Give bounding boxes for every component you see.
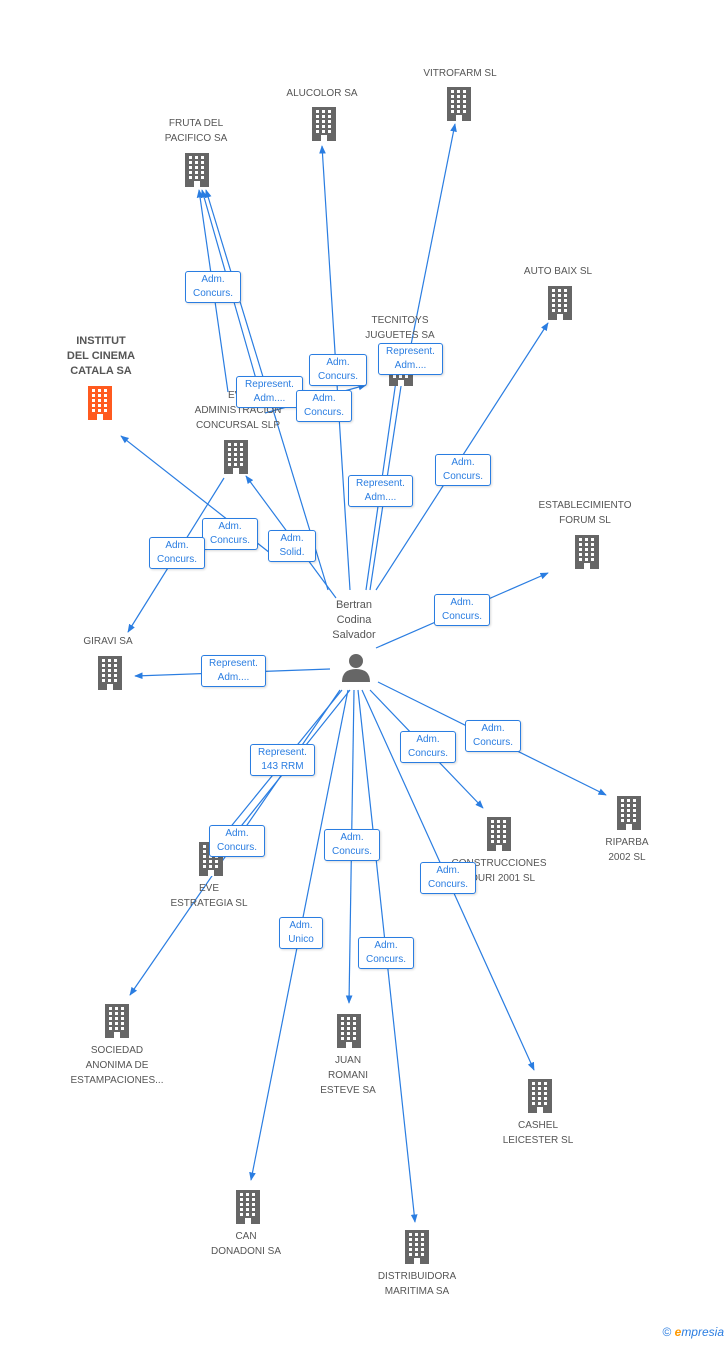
node-label: JUAN ROMANI ESTEVE SA xyxy=(320,1055,376,1096)
node-label: AUTO BAIX SL xyxy=(523,266,593,277)
node-label: EVE ESTRATEGIA SL xyxy=(170,883,248,909)
node-label: DISTRIBUIDORA MARITIMA SA xyxy=(377,1271,457,1297)
building-icon[interactable] xyxy=(572,535,602,574)
node-distribuidora[interactable]: DISTRIBUIDORA MARITIMA SA xyxy=(357,1269,477,1299)
edge-label[interactable]: Adm. Concurs. xyxy=(465,720,521,752)
node-label: CAN DONADONI SA xyxy=(210,1231,281,1257)
edge-label[interactable]: Adm. Concurs. xyxy=(400,731,456,763)
edge-label[interactable]: Represent. Adm.... xyxy=(378,343,443,375)
building-icon[interactable] xyxy=(309,107,339,146)
building-icon-highlight[interactable] xyxy=(85,386,115,425)
person-icon[interactable] xyxy=(341,652,371,687)
node-can[interactable]: CAN DONADONI SA xyxy=(191,1229,301,1259)
node-label: TECNITOYS JUGUETES SA xyxy=(365,315,435,341)
edge-label[interactable]: Adm. Concurs. xyxy=(435,454,491,486)
building-icon[interactable] xyxy=(402,1230,432,1269)
building-icon[interactable] xyxy=(334,1014,364,1053)
building-icon[interactable] xyxy=(545,286,575,325)
node-alucolor[interactable]: ALUCOLOR SA xyxy=(267,86,377,101)
edge-label[interactable]: Adm. Concurs. xyxy=(296,390,352,422)
node-autobaix[interactable]: AUTO BAIX SL xyxy=(503,264,613,279)
node-label: FRUTA DEL PACIFICO SA xyxy=(164,118,228,144)
edge-label[interactable]: Represent. Adm.... xyxy=(201,655,266,687)
building-icon[interactable] xyxy=(444,87,474,126)
edge-label[interactable]: Adm. Solid. xyxy=(268,530,316,562)
building-icon[interactable] xyxy=(525,1079,555,1118)
building-icon[interactable] xyxy=(233,1190,263,1229)
node-riparba[interactable]: RIPARBA 2002 SL xyxy=(572,835,682,865)
edge-label[interactable]: Adm. Concurs. xyxy=(309,354,367,386)
node-giravi[interactable]: GIRAVI SA xyxy=(53,634,163,649)
node-tecnitoys[interactable]: TECNITOYS JUGUETES SA xyxy=(345,313,455,343)
node-sociedad[interactable]: SOCIEDAD ANONIMA DE ESTAMPACIONES... xyxy=(56,1043,178,1088)
node-construcciones[interactable]: CONSTRUCCIONES NOURI 2001 SL xyxy=(434,856,564,886)
edge-label[interactable]: Represent. Adm.... xyxy=(236,376,303,408)
edge-label[interactable]: Adm. Unico xyxy=(279,917,323,949)
center-person-label: Bertran Codina Salvador xyxy=(332,599,376,641)
brand-logo-text: mpresia xyxy=(681,1325,724,1339)
node-eve-estrategia[interactable]: EVE ESTRATEGIA SL xyxy=(154,881,264,911)
node-cashel[interactable]: CASHEL LEICESTER SL xyxy=(483,1118,593,1148)
edge-label[interactable]: Adm. Concurs. xyxy=(324,829,380,861)
node-label: ALUCOLOR SA xyxy=(286,88,358,99)
node-fruta[interactable]: FRUTA DEL PACIFICO SA xyxy=(141,116,251,146)
brand-footer: © empresia xyxy=(662,1325,724,1339)
node-label: VITROFARM SL xyxy=(423,68,497,79)
node-label: ESTABLECIMIENTO FORUM SL xyxy=(538,500,632,526)
edge-label[interactable]: Adm. Concurs. xyxy=(434,594,490,626)
brand-logo-e: e xyxy=(674,1325,682,1339)
edge-label[interactable]: Represent. Adm.... xyxy=(348,475,413,507)
node-establecimiento[interactable]: ESTABLECIMIENTO FORUM SL xyxy=(525,498,645,528)
building-icon[interactable] xyxy=(221,440,251,479)
node-label: GIRAVI SA xyxy=(83,636,133,647)
building-icon[interactable] xyxy=(484,817,514,856)
building-icon[interactable] xyxy=(102,1004,132,1043)
node-institut[interactable]: INSTITUT DEL CINEMA CATALA SA xyxy=(46,334,156,379)
node-label: CASHEL LEICESTER SL xyxy=(502,1120,574,1146)
building-icon[interactable] xyxy=(95,656,125,695)
node-label: SOCIEDAD ANONIMA DE ESTAMPACIONES... xyxy=(70,1045,164,1086)
edge-label[interactable]: Adm. Concurs. xyxy=(420,862,476,894)
edge-label[interactable]: Adm. Concurs. xyxy=(149,537,205,569)
building-icon[interactable] xyxy=(614,796,644,835)
node-label: CONSTRUCCIONES NOURI 2001 SL xyxy=(451,858,547,884)
edge-label[interactable]: Adm. Concurs. xyxy=(358,937,414,969)
building-icon[interactable] xyxy=(182,153,212,192)
node-label: RIPARBA 2002 SL xyxy=(605,837,649,863)
edge-label[interactable]: Adm. Concurs. xyxy=(185,271,241,303)
node-vitrofarm[interactable]: VITROFARM SL xyxy=(405,66,515,81)
node-label: INSTITUT DEL CINEMA CATALA SA xyxy=(66,335,136,377)
edge-label[interactable]: Adm. Concurs. xyxy=(202,518,258,550)
edge-vitro xyxy=(407,123,457,361)
edge-label[interactable]: Represent. 143 RRM xyxy=(250,744,315,776)
node-juan[interactable]: JUAN ROMANI ESTEVE SA xyxy=(293,1053,403,1098)
edge-label[interactable]: Adm. Concurs. xyxy=(209,825,265,857)
copyright-symbol: © xyxy=(662,1325,672,1339)
